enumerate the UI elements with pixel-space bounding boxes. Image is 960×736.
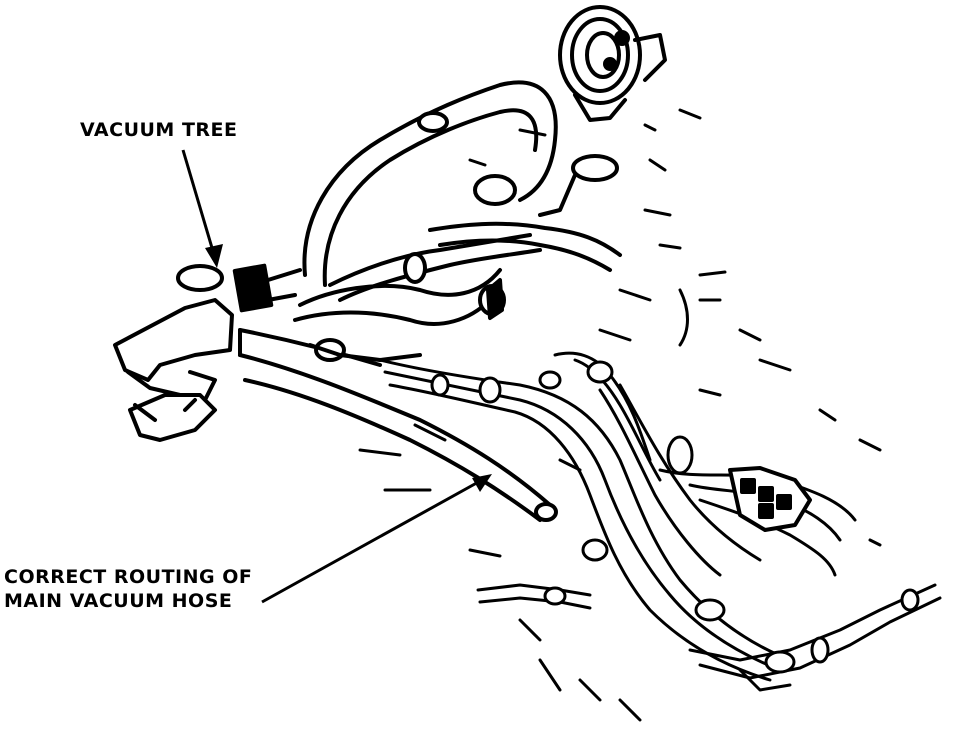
- mounting-bracket: [113, 298, 234, 442]
- connector-block: [728, 466, 812, 532]
- engine-block-marks: [358, 108, 882, 722]
- distributor-cap: [558, 5, 667, 122]
- vacuum-tree-text: VACUUM TREE: [80, 119, 238, 141]
- upper-loop-hose: [302, 80, 558, 287]
- lower-connectors: [476, 583, 942, 692]
- vacuum-tree-label: VACUUM TREE: [80, 118, 238, 142]
- routing-leader: [261, 474, 492, 604]
- routing-line-1: CORRECT ROUTING OF: [4, 566, 253, 588]
- hose-cluster: [293, 221, 622, 362]
- wiring-harness: [378, 351, 857, 682]
- routing-line-2: MAIN VACUUM HOSE: [4, 590, 233, 612]
- vacuum-tree-leader: [181, 149, 223, 268]
- valve-cap: [473, 154, 619, 217]
- main-hose-routing-label: CORRECT ROUTING OF MAIN VACUUM HOSE: [4, 565, 252, 613]
- vacuum-tree-fitting: [176, 263, 302, 313]
